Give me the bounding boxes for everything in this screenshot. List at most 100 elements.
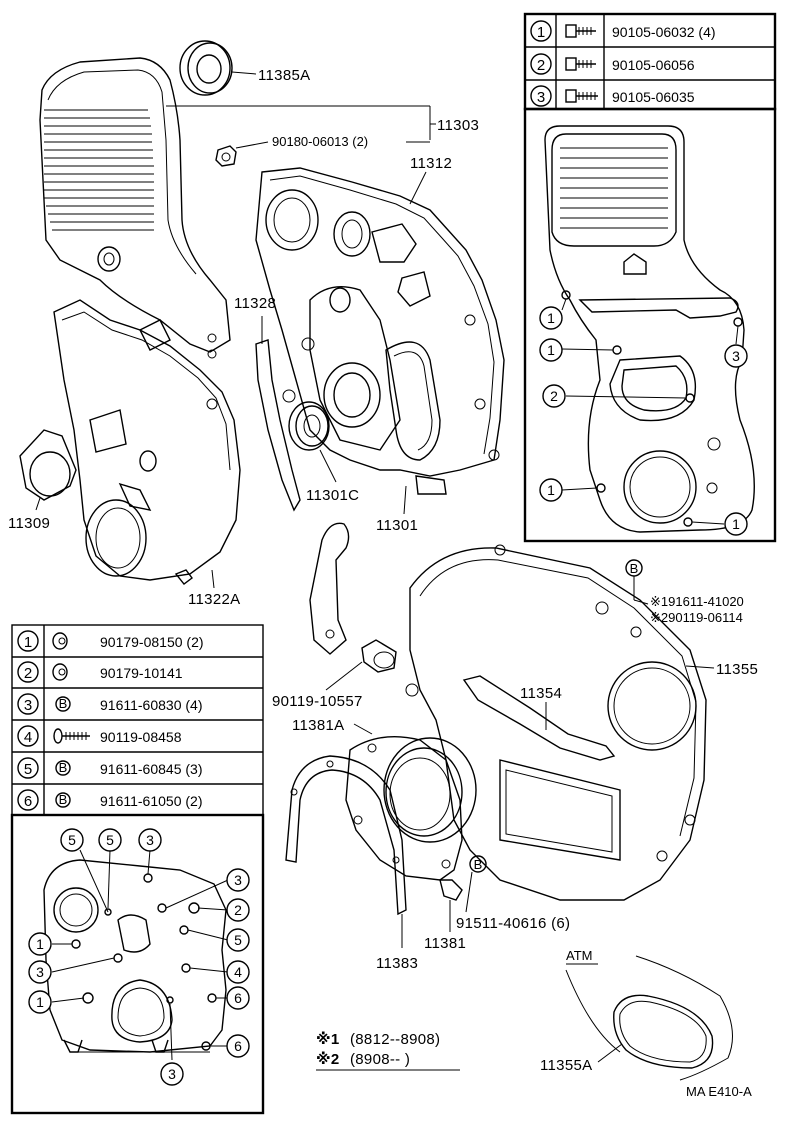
label-11303: 11303 bbox=[437, 117, 479, 134]
callout-5: 5 bbox=[68, 832, 76, 848]
oil-seal-11301c bbox=[288, 401, 337, 483]
top-table-num-2: 2 bbox=[537, 57, 545, 74]
bolt-90180-06013 bbox=[215, 141, 269, 167]
oil-seal-11385a bbox=[179, 40, 257, 96]
callout-1: 1 bbox=[547, 482, 555, 498]
callout-6: 6 bbox=[234, 1038, 242, 1054]
callout-2: 2 bbox=[234, 902, 242, 918]
label-11301: 11301 bbox=[376, 517, 418, 534]
footnote-mark-2: ※2 bbox=[316, 1050, 340, 1068]
b-letter: B bbox=[59, 792, 68, 807]
gasket-11328 bbox=[255, 316, 301, 512]
label-90119-10557: 90119-10557 bbox=[272, 693, 363, 710]
callout-1: 1 bbox=[547, 342, 555, 358]
b-letter: B bbox=[59, 696, 68, 711]
top-table-part-3: 90105-06035 bbox=[612, 89, 695, 105]
timing-belt-cover-11303 bbox=[39, 57, 231, 359]
b-bolt-icon: B bbox=[55, 792, 71, 808]
callout-3: 3 bbox=[146, 832, 154, 848]
left-table-num-3: 3 bbox=[24, 697, 32, 714]
label-11328: 11328 bbox=[234, 295, 276, 312]
leader-11303-bracket bbox=[429, 106, 436, 140]
top-table-num-1: 1 bbox=[537, 24, 545, 41]
callout-6: 6 bbox=[234, 990, 242, 1006]
left-table-num-1: 1 bbox=[24, 634, 32, 651]
bolt-icon bbox=[53, 728, 90, 744]
left-table-part-6: 91611-61050 (2) bbox=[100, 793, 202, 809]
left-table-part-4: 90119-08458 bbox=[100, 729, 182, 745]
left-table-part-3: 91611-60830 (4) bbox=[100, 697, 202, 713]
left-table-num-2: 2 bbox=[24, 665, 32, 682]
callout-4: 4 bbox=[234, 964, 242, 980]
cover-11355a bbox=[565, 955, 733, 1081]
nut-icon bbox=[52, 632, 68, 650]
label-11322a: 11322A bbox=[188, 591, 240, 608]
b-bolt-icon: B bbox=[55, 760, 71, 776]
footnote-range-2: (8908-- ) bbox=[350, 1051, 410, 1068]
label-11355: 11355 bbox=[716, 661, 758, 678]
bolt-icon bbox=[565, 89, 598, 103]
timing-gear-case-11301 bbox=[255, 167, 505, 495]
bolt-location-inset-top: 1 1 2 1 1 3 bbox=[523, 107, 777, 543]
b-bolt-icon: B bbox=[55, 696, 71, 712]
left-parts-table: 1 2 3 4 5 6 B B bbox=[11, 624, 264, 816]
left-table-part-5: 91611-60845 (3) bbox=[100, 761, 202, 777]
bracket-hook bbox=[309, 522, 350, 655]
label-atm: ATM bbox=[566, 948, 592, 963]
callout-3: 3 bbox=[36, 964, 44, 980]
left-table-num-6: 6 bbox=[24, 793, 32, 810]
label-11355a: 11355A bbox=[540, 1057, 592, 1074]
label-11309: 11309 bbox=[8, 515, 50, 532]
bolt-location-inset-bottom: 5 5 3 3 2 5 4 6 6 1 3 1 3 bbox=[10, 813, 265, 1115]
label-11381: 11381 bbox=[424, 935, 466, 952]
bolt-icon bbox=[565, 24, 596, 38]
callout-1: 1 bbox=[36, 994, 44, 1010]
left-table-part-1: 90179-08150 (2) bbox=[100, 634, 204, 650]
b-letter: B bbox=[59, 760, 68, 775]
nut-icon bbox=[52, 663, 68, 681]
label-11312: 11312 bbox=[410, 155, 452, 172]
callout-3: 3 bbox=[168, 1066, 176, 1082]
left-table-part-2: 90179-10141 bbox=[100, 665, 183, 681]
bolt-ref-b-top: B bbox=[625, 559, 649, 605]
diagram-code: MA E410-A bbox=[686, 1084, 752, 1099]
label-11301c: 11301C bbox=[306, 487, 359, 504]
label-11354: 11354 bbox=[520, 685, 562, 702]
plate-11354 bbox=[462, 675, 616, 761]
callout-1: 1 bbox=[36, 936, 44, 952]
label-note-ref2: ※290119-06114 bbox=[650, 610, 743, 625]
left-table-num-5: 5 bbox=[24, 761, 32, 778]
callout-1: 1 bbox=[547, 310, 555, 326]
label-91511-40616: 91511-40616 (6) bbox=[456, 915, 570, 932]
retainer-11381 bbox=[439, 879, 463, 932]
bolt-90119-10557 bbox=[325, 639, 397, 691]
footnote-mark-1: ※1 bbox=[316, 1030, 340, 1048]
label-11383: 11383 bbox=[376, 955, 418, 972]
plug-11309 bbox=[19, 429, 77, 511]
callout-2: 2 bbox=[550, 388, 558, 404]
top-table-num-3: 3 bbox=[537, 89, 545, 106]
callout-5: 5 bbox=[106, 832, 114, 848]
top-table-part-1: 90105-06032 (4) bbox=[612, 24, 716, 40]
label-90180-06013: 90180-06013 (2) bbox=[272, 134, 368, 149]
leader-11322a bbox=[211, 569, 215, 589]
label-note-ref1: ※191611-41020 bbox=[650, 594, 744, 609]
b-letter: B bbox=[630, 561, 639, 576]
timing-belt-cover-11322a bbox=[53, 299, 241, 585]
footnotes: ※1 (8812--8908) ※2 (8908-- ) bbox=[316, 1030, 460, 1071]
top-table-part-2: 90105-06056 bbox=[612, 57, 695, 73]
top-right-parts-table: 1 2 3 90105-06032 (4) 90105-06056 90105-… bbox=[523, 12, 777, 111]
b-letter: B bbox=[474, 857, 483, 872]
gasket-11383 bbox=[285, 755, 407, 948]
bolt-icon bbox=[565, 57, 596, 71]
callout-3: 3 bbox=[732, 348, 740, 364]
bolt-ref-b-bottom: B bbox=[465, 855, 487, 913]
callout-5: 5 bbox=[234, 932, 242, 948]
label-11381a: 11381A bbox=[292, 717, 344, 734]
oil-seal-retainer-11381a bbox=[345, 723, 477, 881]
leader-11355 bbox=[685, 665, 715, 669]
leader-11301 bbox=[403, 485, 407, 515]
label-11385a: 11385A bbox=[258, 67, 310, 84]
callout-3: 3 bbox=[234, 872, 242, 888]
